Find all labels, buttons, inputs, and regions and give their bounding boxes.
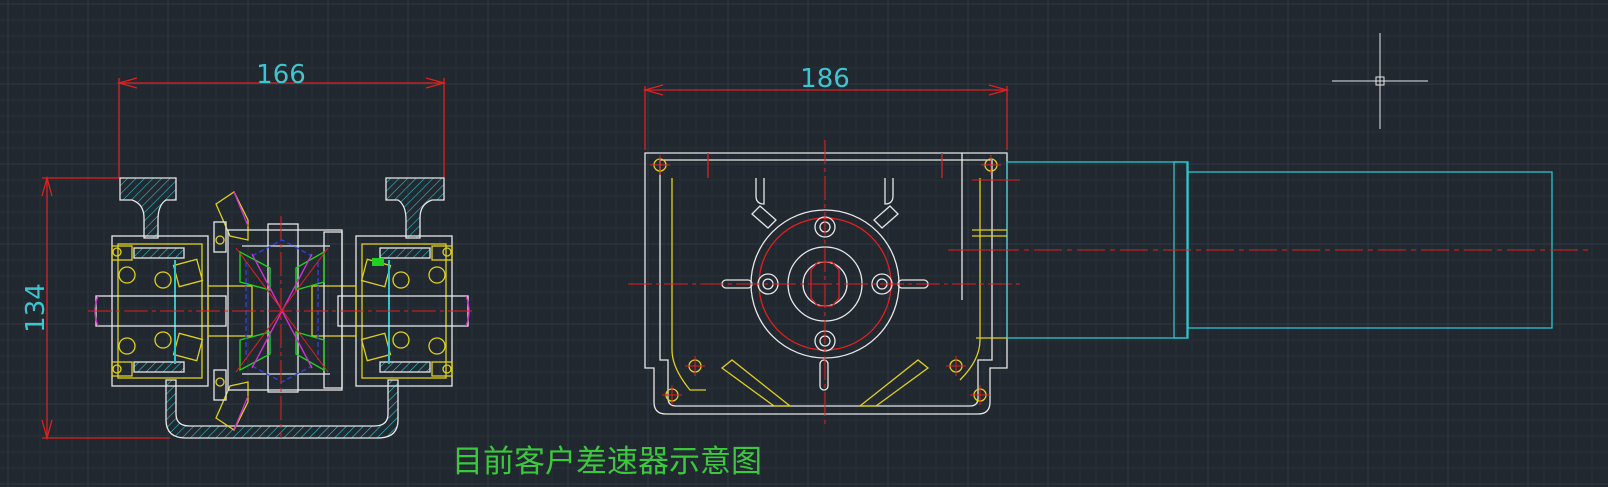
mounting-hole-crosses bbox=[650, 155, 1001, 405]
dimension-width-166 bbox=[116, 77, 447, 178]
right-bearing-stack bbox=[355, 235, 453, 387]
housing-diagonal-slots bbox=[720, 359, 930, 407]
left-view-centerlines bbox=[88, 216, 476, 438]
differential-section-view: 166 134 bbox=[21, 60, 476, 441]
dimension-height-134 bbox=[41, 175, 170, 441]
front-view-centerlines bbox=[628, 140, 1020, 428]
crosshair-cursor bbox=[1332, 33, 1428, 129]
dimension-text-134: 134 bbox=[21, 283, 51, 333]
housing-inner-yellow bbox=[671, 178, 981, 391]
dimension-text-166: 166 bbox=[256, 60, 306, 90]
dimension-text-186: 186 bbox=[800, 64, 850, 94]
dimension-width-186 bbox=[642, 84, 1010, 150]
differential-case bbox=[227, 223, 343, 393]
drawing-caption: 目前客户差速器示意图 bbox=[452, 444, 762, 480]
housing-flanges bbox=[119, 177, 445, 439]
housing-front-view: 186 bbox=[628, 64, 1592, 428]
